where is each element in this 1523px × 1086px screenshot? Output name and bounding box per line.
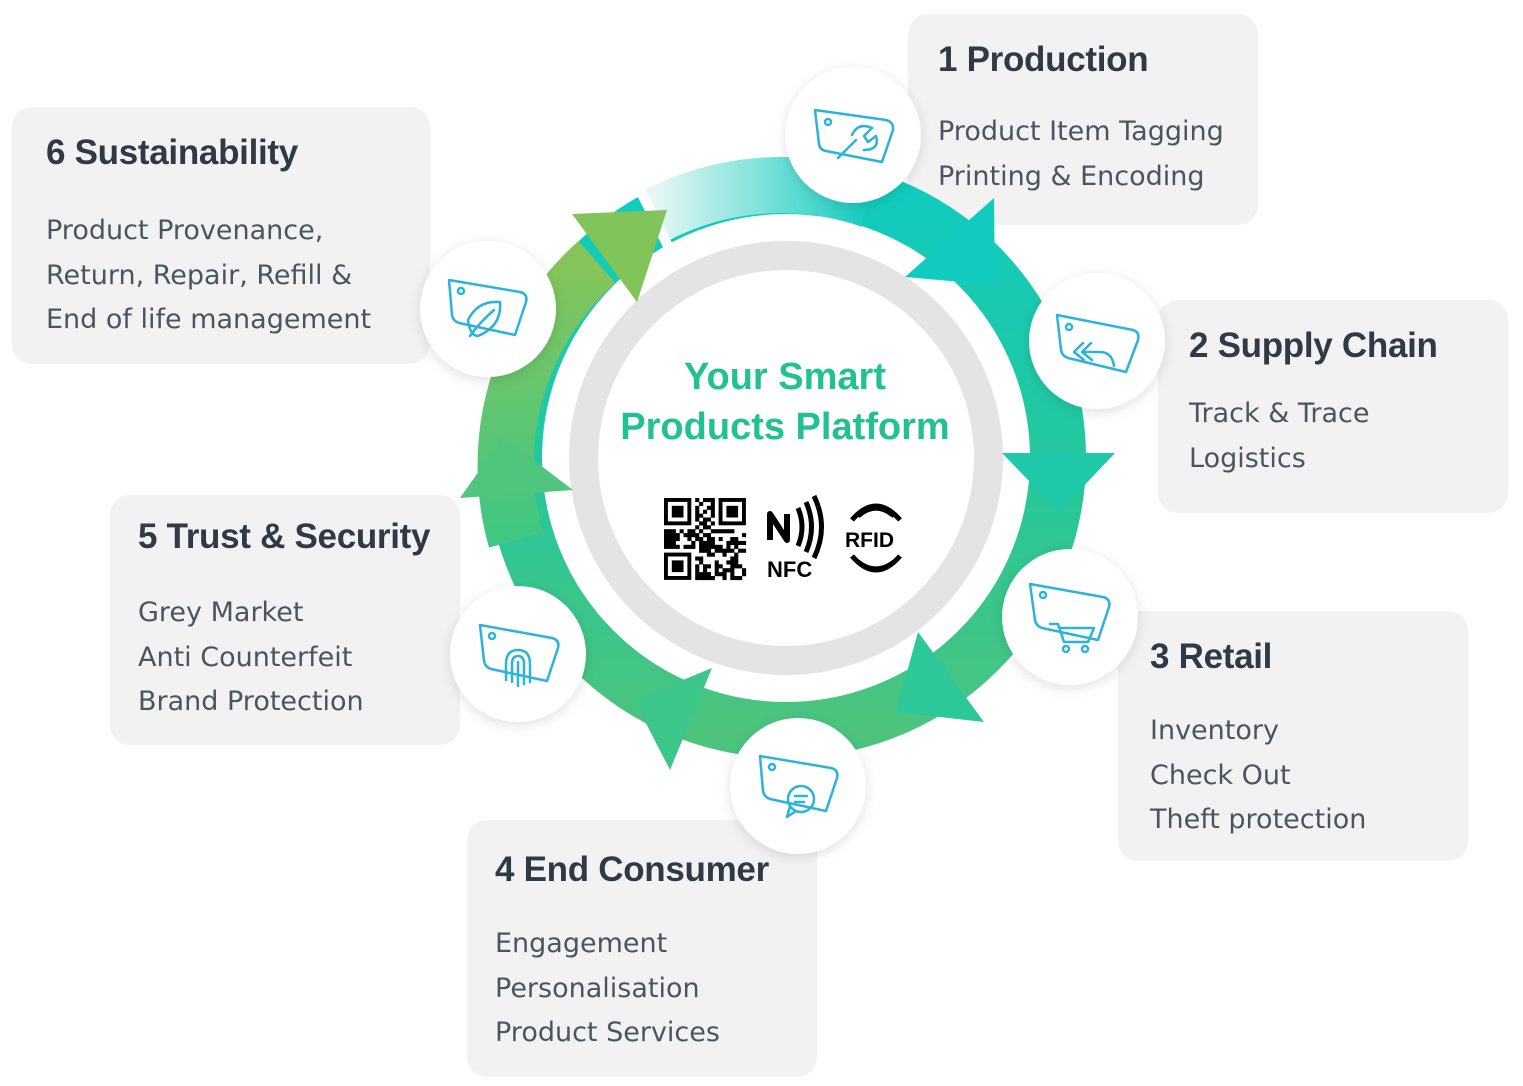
tag-arrows-icon (1055, 313, 1140, 374)
stage-title: 1 Production (938, 40, 1149, 79)
nfc-icon: NFC (767, 494, 824, 582)
stage-line: Product Item Tagging (938, 116, 1224, 147)
platform-title-line2: Products Platform (620, 406, 950, 448)
badge-sustainability (420, 241, 556, 377)
cycle-arrowhead (1002, 453, 1115, 512)
qr-code-icon (664, 498, 747, 581)
stage-line: Logistics (1189, 442, 1306, 474)
stage-line: Engagement (495, 928, 668, 959)
cycle-arrowhead (896, 632, 984, 722)
stage-line: Printing & Encoding (938, 160, 1205, 192)
stage-line: Theft protection (1150, 804, 1367, 835)
stage-title: 3 Retail (1150, 637, 1273, 676)
stage-line: Personalisation (495, 972, 700, 1004)
stage-card-production: 1 Production Product Item Tagging Printi… (908, 14, 1258, 225)
rfid-icon: RFID (845, 503, 902, 573)
stage-card-end-consumer: 4 End Consumer Engagement Personalisatio… (467, 820, 817, 1077)
badge-retail (1002, 549, 1138, 685)
stage-title: 5 Trust & Security (138, 517, 431, 556)
tag-chat-icon (758, 754, 839, 819)
rfid-label: RFID (845, 529, 894, 552)
tag-wrench-icon (813, 108, 895, 164)
stage-title: 4 End Consumer (495, 850, 769, 889)
inner-disc (598, 270, 974, 646)
stage-card-retail: 3 Retail Inventory Check Out Theft prote… (1118, 611, 1468, 861)
stage-line: End of life management (46, 304, 372, 335)
platform-title: Your Smart Products Platform (600, 352, 970, 452)
tag-fingerprint-icon (478, 623, 560, 688)
stage-card-sustainability: 6 Sustainability Product Provenance, Ret… (12, 107, 430, 364)
tag-leaf-icon (447, 278, 528, 338)
tag-cart-icon (1028, 582, 1111, 654)
cycle-arrowhead (905, 198, 995, 285)
badge-trust-security (450, 586, 586, 722)
stage-title: 6 Sustainability (46, 133, 298, 172)
stage-title: 2 Supply Chain (1189, 326, 1438, 365)
cycle-arrowhead (634, 668, 712, 770)
stage-line: Product Services (495, 1017, 720, 1048)
stage-card-trust-security: 5 Trust & Security Grey Market Anti Coun… (110, 495, 460, 745)
badge-supply-chain (1029, 273, 1165, 409)
cycle-arrowhead (460, 437, 573, 498)
cycle-ring-left-segment (477, 241, 616, 548)
cycle-arrowhead (572, 210, 667, 302)
stage-line: Grey Market (138, 597, 304, 628)
stage-line: Track & Trace (1189, 398, 1370, 429)
nfc-label: NFC (767, 557, 812, 582)
platform-title-line1: Your Smart (683, 356, 886, 398)
stage-line: Return, Repair, Refill & (46, 259, 353, 291)
stage-line: Brand Protection (138, 686, 364, 717)
stage-line: Anti Counterfeit (138, 641, 353, 673)
stage-line: Inventory (1150, 715, 1279, 746)
stage-card-supply-chain: 2 Supply Chain Track & Trace Logistics (1158, 300, 1508, 513)
stage-line: Product Provenance, (46, 215, 324, 246)
stage-line: Check Out (1150, 759, 1291, 791)
